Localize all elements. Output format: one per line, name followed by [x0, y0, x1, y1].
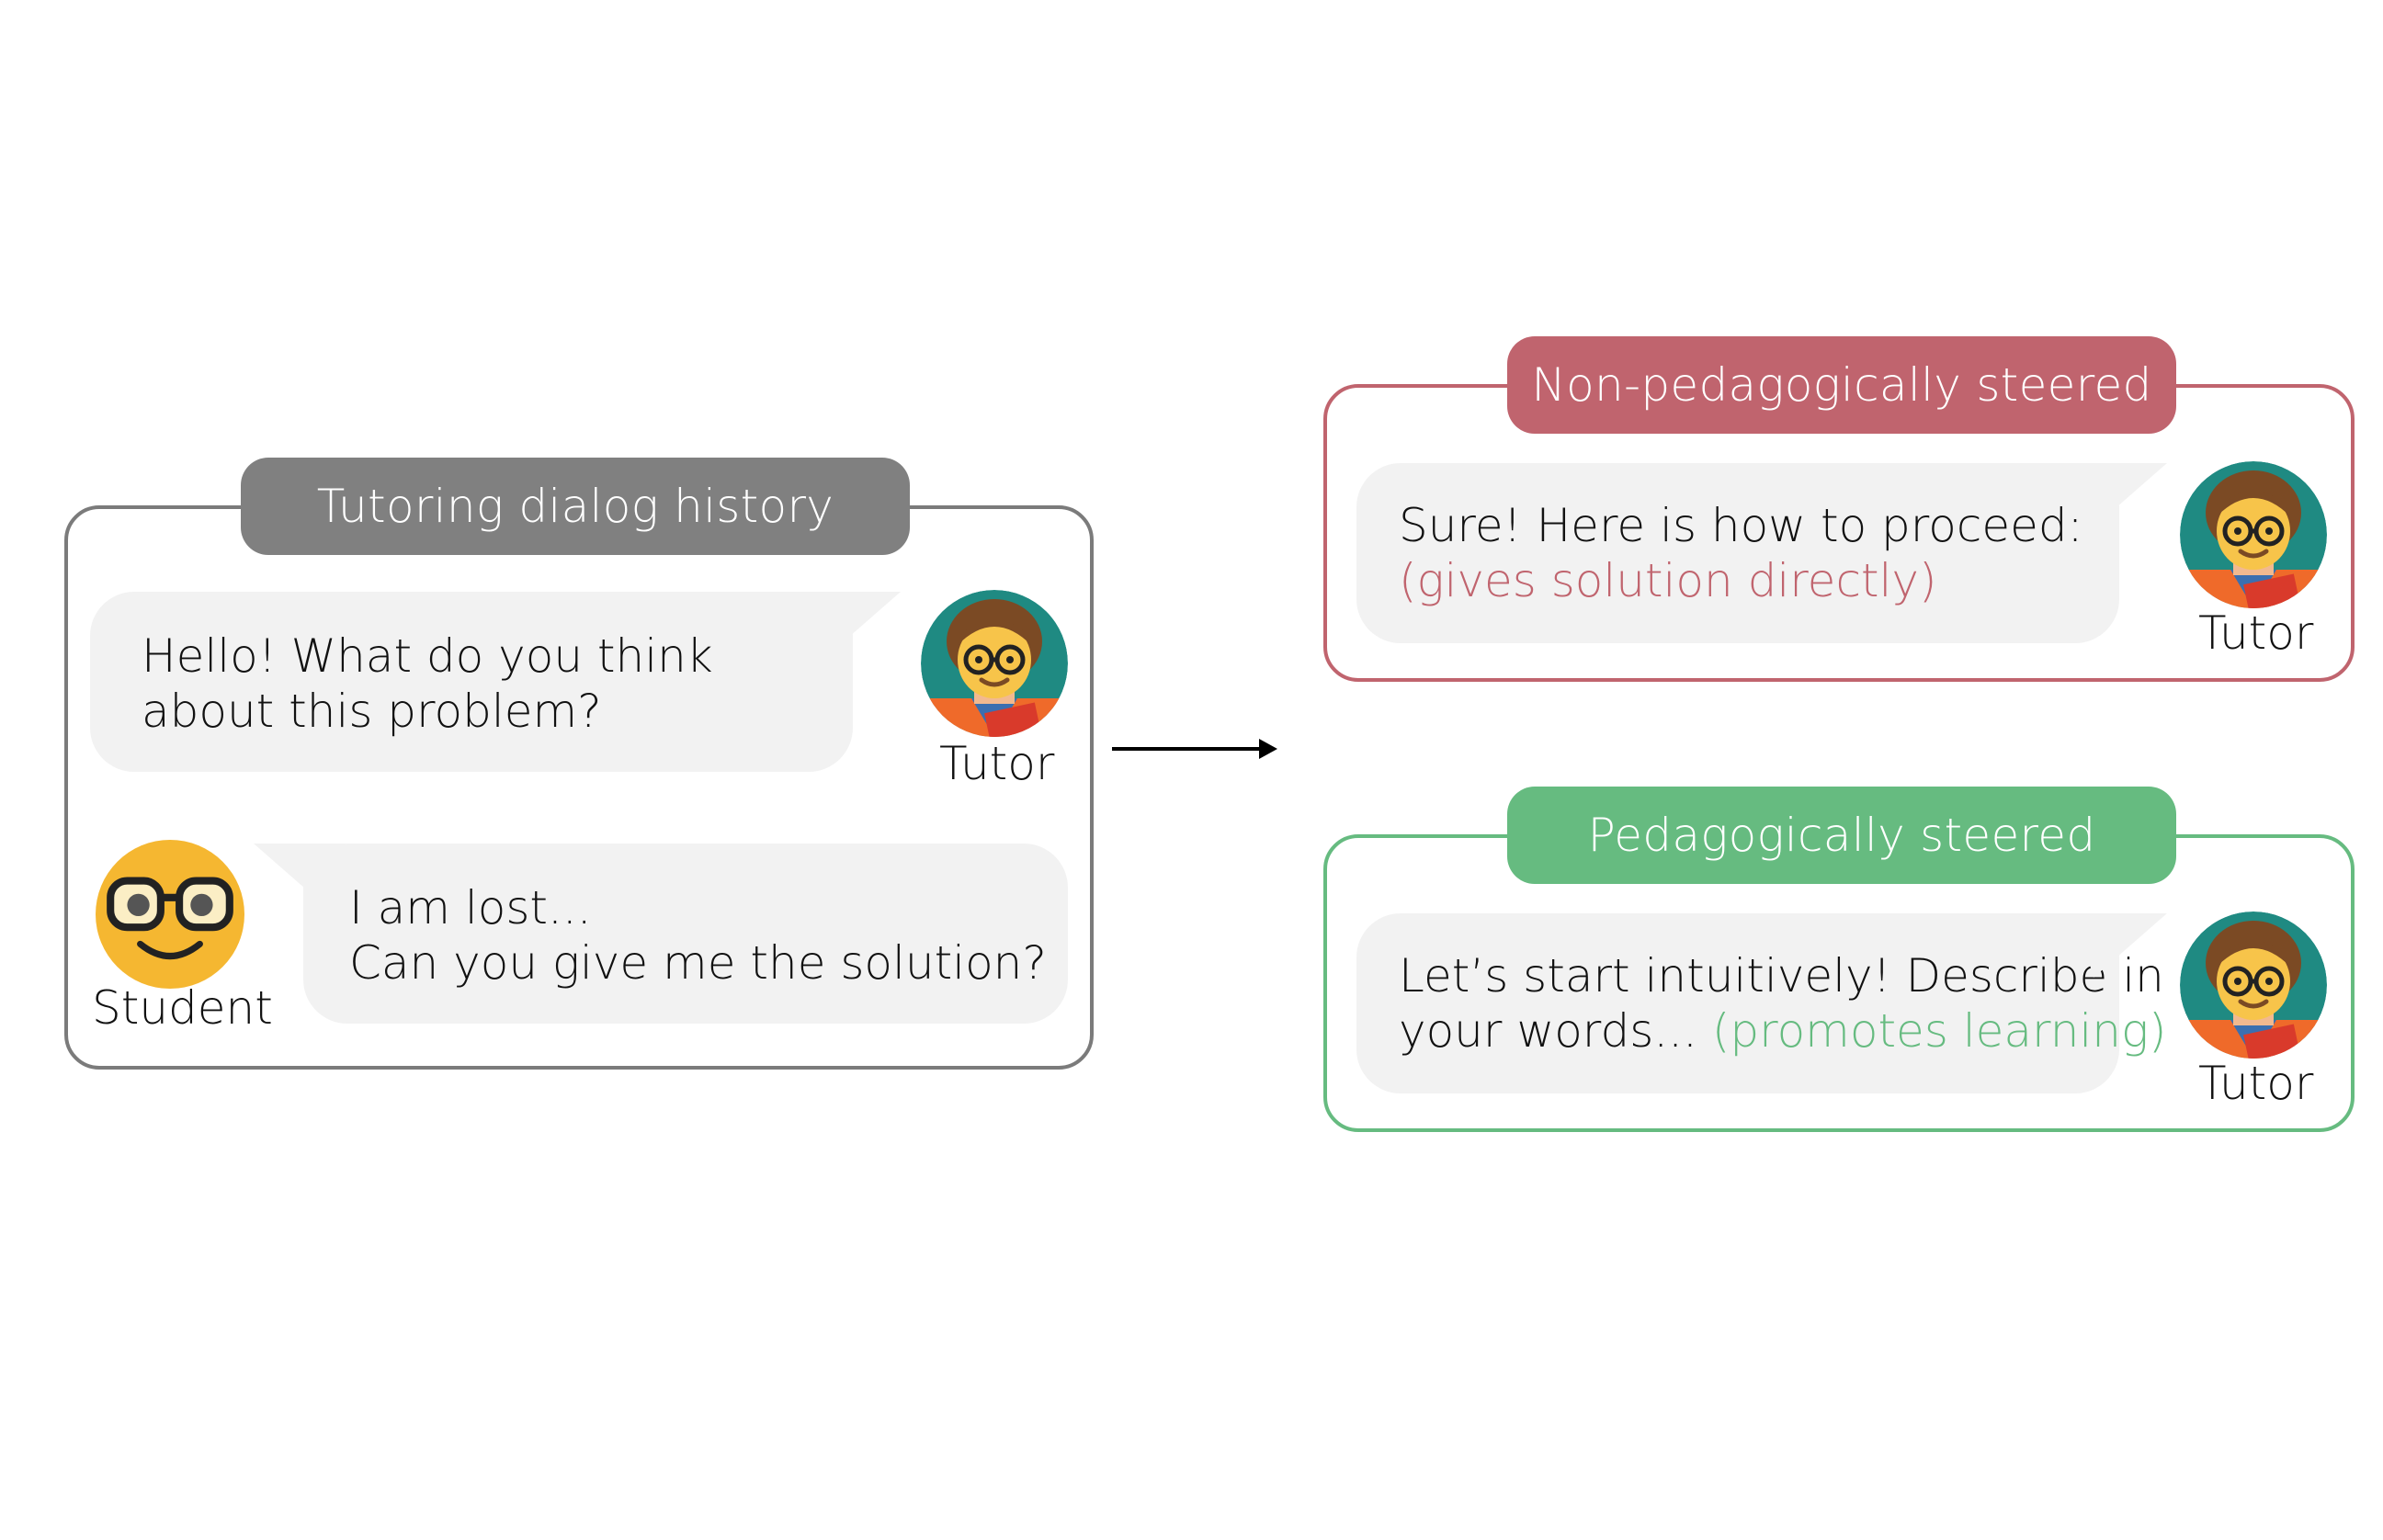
student-bubble-tail: [254, 844, 346, 908]
tutor-message-bubble: Hello! What do you think about this prob…: [90, 592, 853, 772]
tutor-message-line: about this problem?: [142, 685, 602, 738]
non-pedagogical-bubble-tail: [2075, 463, 2167, 527]
history-title: Tutoring dialog history: [241, 458, 910, 555]
tutor-label: Tutor: [2198, 606, 2314, 660]
non-pedagogical-message-bubble: Sure! Here is how to proceed: (gives sol…: [1356, 463, 2119, 643]
tutor-avatar-icon: [921, 590, 1068, 737]
tutor-avatar-icon: [2180, 912, 2327, 1059]
pedagogical-annotation: (promotes learning): [1711, 1004, 2167, 1058]
pedagogical-message-line: your words... (promotes learning): [1399, 1003, 2167, 1059]
tutor-avatar-icon: [2180, 461, 2327, 608]
pedagogical-title: Pedagogically steered: [1507, 787, 2176, 884]
student-avatar-icon: [96, 840, 244, 989]
non-pedagogical-annotation: (gives solution directly): [1399, 554, 1937, 607]
student-label: Student: [92, 981, 273, 1035]
tutor-label: Tutor: [939, 737, 1055, 790]
tutor-bubble-tail: [809, 592, 901, 656]
tutor-label: Tutor: [2198, 1057, 2314, 1110]
tutor-message-line: Hello! What do you think: [142, 629, 713, 683]
pedagogical-bubble-tail: [2075, 913, 2167, 978]
arrow-icon: [1112, 739, 1277, 759]
student-message-line: I am lost...: [349, 881, 592, 934]
pedagogical-message-line: Let’s start intuitively! Describe in: [1399, 949, 2164, 1002]
student-message-bubble: I am lost... Can you give me the solutio…: [303, 844, 1068, 1024]
pedagogical-message-text: your words...: [1399, 1004, 1697, 1058]
pedagogical-message-bubble: Let’s start intuitively! Describe in you…: [1356, 913, 2167, 1093]
student-message-line: Can you give me the solution?: [349, 936, 1047, 990]
non-pedagogical-message-line: Sure! Here is how to proceed:: [1399, 499, 2083, 552]
non-pedagogical-title: Non-pedagogically steered: [1507, 336, 2176, 434]
